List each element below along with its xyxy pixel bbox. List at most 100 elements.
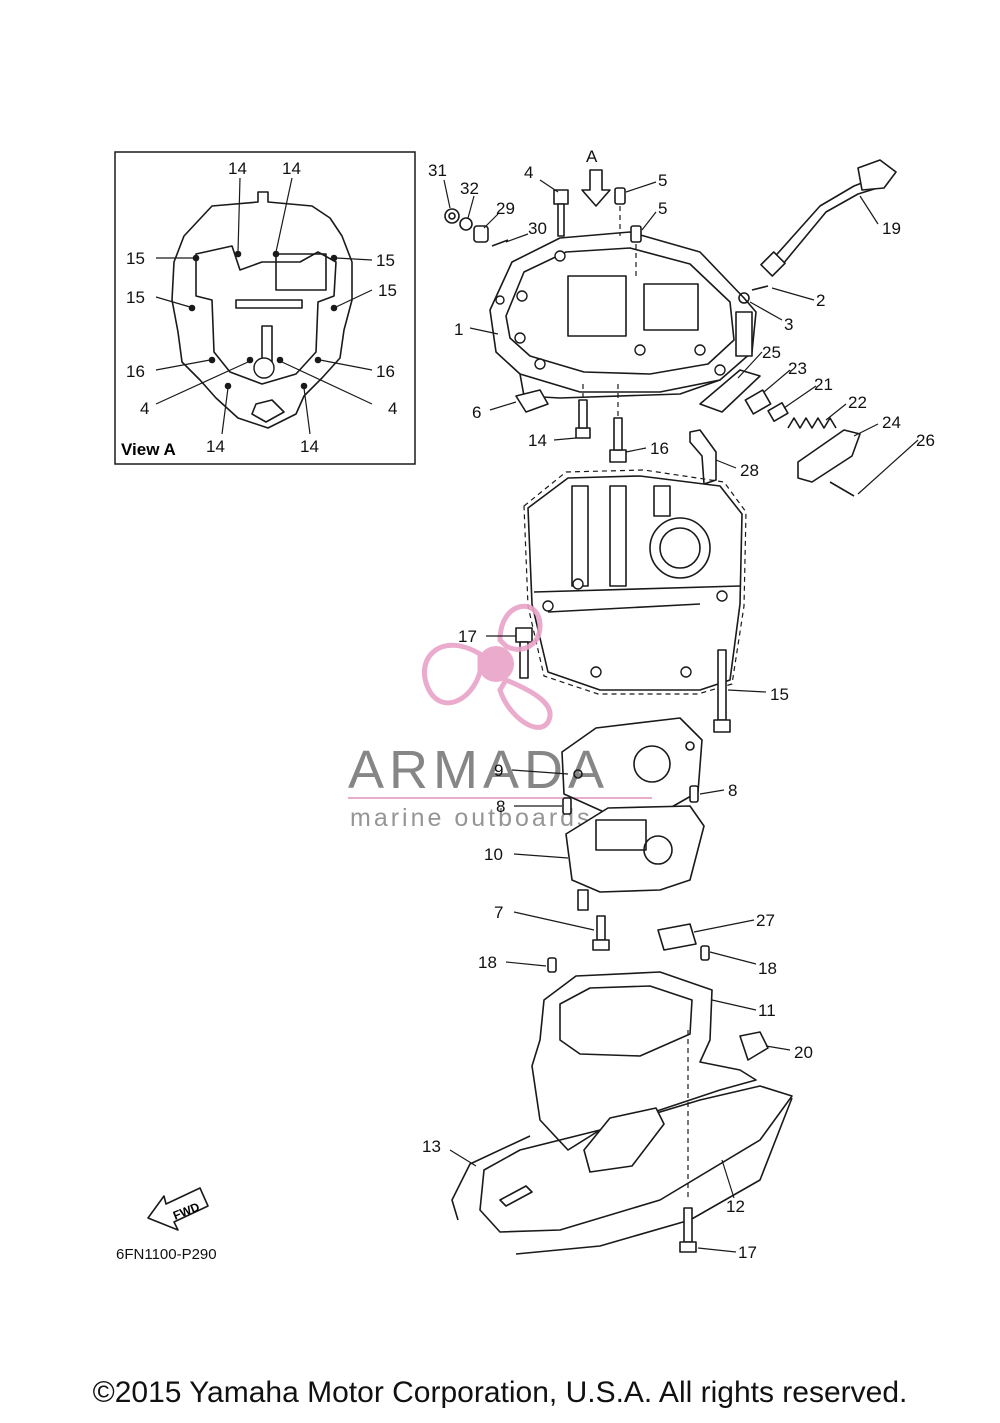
callout-24: 24 <box>882 413 901 432</box>
callout-18: 18 <box>478 953 497 972</box>
upper-case-pocket <box>567 275 627 337</box>
bolt-4 <box>553 189 569 205</box>
lower-case <box>451 923 793 1255</box>
plate-slot <box>499 1185 533 1207</box>
view-a-label: 14 <box>282 159 301 178</box>
dowel-8 <box>689 785 699 803</box>
stud-15 <box>717 649 727 721</box>
callout-31: 31 <box>428 161 447 180</box>
dowel-5 <box>630 225 642 243</box>
callout-18: 18 <box>758 959 777 978</box>
callout-8: 8 <box>496 797 505 816</box>
callout-17: 17 <box>458 627 477 646</box>
view-arrow-icon <box>581 169 611 207</box>
dowel-8 <box>562 797 572 815</box>
bolt-hole <box>495 295 505 305</box>
bolt-7 <box>596 915 606 941</box>
armada-watermark: ARMADA marine outboards <box>348 603 652 832</box>
bolt-dot <box>224 382 232 390</box>
cover-24 <box>797 429 861 483</box>
upper-hardware <box>444 159 897 520</box>
bolt-16 <box>609 449 627 463</box>
screw-30 <box>491 239 509 247</box>
callout-12: 12 <box>726 1197 745 1216</box>
callout-5: 5 <box>658 199 667 218</box>
view-a-label: 14 <box>300 437 319 456</box>
callout-20: 20 <box>794 1043 813 1062</box>
callout-32: 32 <box>460 179 479 198</box>
bolt-dot <box>192 254 200 262</box>
callout-7: 7 <box>494 903 503 922</box>
bolt-dot <box>300 382 308 390</box>
view-a-label: 15 <box>126 249 145 268</box>
callout-27: 27 <box>756 911 775 930</box>
upper-case-plate <box>489 231 757 393</box>
middle-case-outline <box>523 469 747 695</box>
callout-2: 2 <box>816 291 825 310</box>
bolt-hole <box>634 344 646 356</box>
callout-5: 5 <box>658 171 667 190</box>
bolt-hole <box>716 590 728 602</box>
bolt-hole <box>554 250 566 262</box>
spring-22 <box>787 417 837 429</box>
callout-26: 26 <box>916 431 935 450</box>
bolt-dot <box>208 356 216 364</box>
view-arrow-label: A <box>586 147 598 166</box>
dowel-18 <box>547 957 557 973</box>
view-a-label: 4 <box>388 399 397 418</box>
callout-19: 19 <box>882 219 901 238</box>
bolt-hole <box>680 666 692 678</box>
bolt-dot <box>276 356 284 364</box>
screw-2 <box>751 285 769 291</box>
bolt-dot <box>234 250 242 258</box>
middle-case-body <box>527 475 743 691</box>
grommet-6 <box>515 389 549 413</box>
bolt-dot <box>330 304 338 312</box>
upper-case-assembly <box>489 231 757 399</box>
view-a-window <box>275 253 327 291</box>
callout-13: 13 <box>422 1137 441 1156</box>
middle-case-flange <box>533 585 741 593</box>
view-a-label: 15 <box>378 281 397 300</box>
o-ring-32 <box>459 217 473 231</box>
bolt-hole <box>714 364 726 376</box>
middle-case <box>515 469 747 733</box>
bolt-hole <box>514 332 526 344</box>
view-a-label: 15 <box>126 288 145 307</box>
valve-21 <box>767 402 789 422</box>
callout-4: 4 <box>524 163 533 182</box>
gasket-25 <box>699 369 761 413</box>
copyright-notice: ©2015 Yamaha Motor Corporation, U.S.A. A… <box>92 1376 908 1409</box>
upper-case-pocket <box>643 283 699 331</box>
callout-6: 6 <box>472 403 481 422</box>
bolt-17-lower <box>683 1207 693 1243</box>
callout-16: 16 <box>650 439 669 458</box>
view-a-label: 14 <box>228 159 247 178</box>
view-a-label: 15 <box>376 251 395 270</box>
dowel-18 <box>700 945 710 961</box>
callout-numbers: 31 32 29 30 4 5 5 19 2 3 1 25 23 21 22 2… <box>422 161 935 1262</box>
drawing-code: 6FN1100-P290 <box>116 1246 217 1263</box>
water-inlet <box>583 1107 665 1173</box>
callout-1: 1 <box>454 320 463 339</box>
seal-27 <box>657 923 697 951</box>
bolt-dot <box>246 356 254 364</box>
callout-22: 22 <box>848 393 867 412</box>
callout-23: 23 <box>788 359 807 378</box>
cap-31 <box>444 208 460 224</box>
hose-28 <box>689 429 717 485</box>
cavitation-plate <box>479 1085 793 1233</box>
view-a-plate-outline <box>171 191 353 429</box>
upper-case-lower <box>519 373 721 399</box>
plate-10 <box>565 805 705 893</box>
bolt-hole <box>516 290 528 302</box>
callout-14: 14 <box>528 431 547 450</box>
view-a-title: View A <box>121 440 176 459</box>
bolt-26 <box>829 481 855 497</box>
fwd-arrow: FWD <box>147 1187 209 1231</box>
bolt-dot <box>272 250 280 258</box>
view-a-cross <box>235 299 303 309</box>
fitting-23 <box>744 389 772 415</box>
bolt-hole <box>542 600 554 612</box>
view-a-heart-port <box>251 399 285 423</box>
